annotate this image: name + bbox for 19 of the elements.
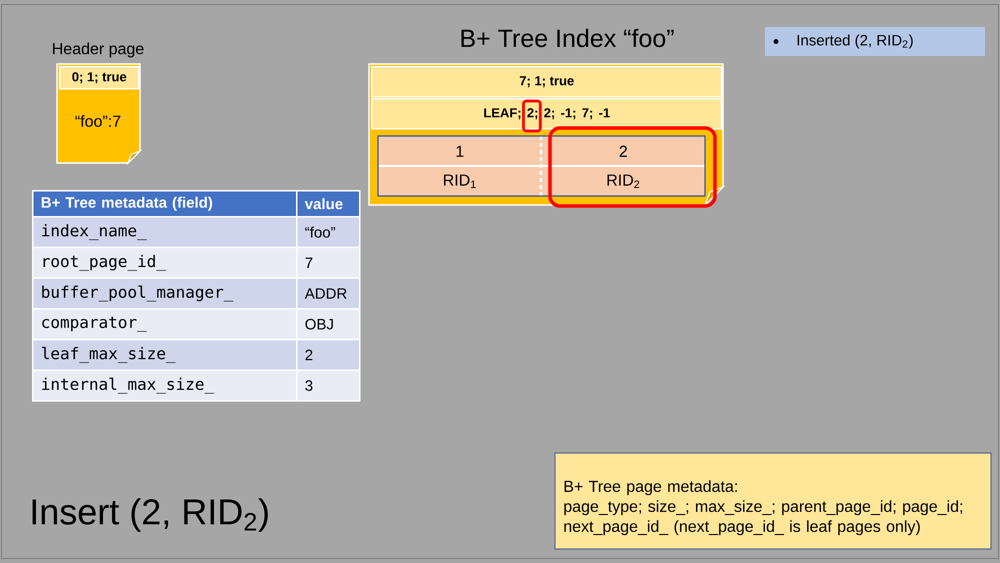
- table-cell: OBJ: [296, 308, 360, 340]
- entry-cell: RID$_{1}$: [378, 166, 542, 196]
- table-header-cell: value: [296, 190, 360, 218]
- table-cell: 2: [296, 338, 360, 371]
- table-cell: 3: [296, 370, 360, 402]
- header-band: 7; 1; true: [371, 66, 722, 98]
- table-cell: 7: [296, 246, 360, 279]
- slide-title: Insert (2, RID$_{2}$): [32, 498, 268, 532]
- table-cell: ADDR: [296, 277, 360, 310]
- header-band: 0; 1; true: [59, 66, 140, 90]
- entry-cell: RID$_{2}$: [541, 166, 706, 196]
- note-box: B+ Tree page metadata: page_type; size_; max_size_; parent_page_id; page_id; next_page_id_ (next_page_id_ is leaf pages only): [554, 452, 992, 550]
- table-cell: “foo”: [296, 216, 360, 248]
- header-band: LEAF; 2; 2; -1; 7; -1: [371, 98, 722, 130]
- page-heading: B+ Tree Index “foo”: [461, 28, 674, 48]
- entry-cell: 2: [541, 136, 706, 166]
- entry-cell: 1: [378, 136, 542, 166]
- page-heading: Header page: [53, 42, 144, 58]
- note-box: Inserted (2, RID$_{2}$): [765, 27, 985, 56]
